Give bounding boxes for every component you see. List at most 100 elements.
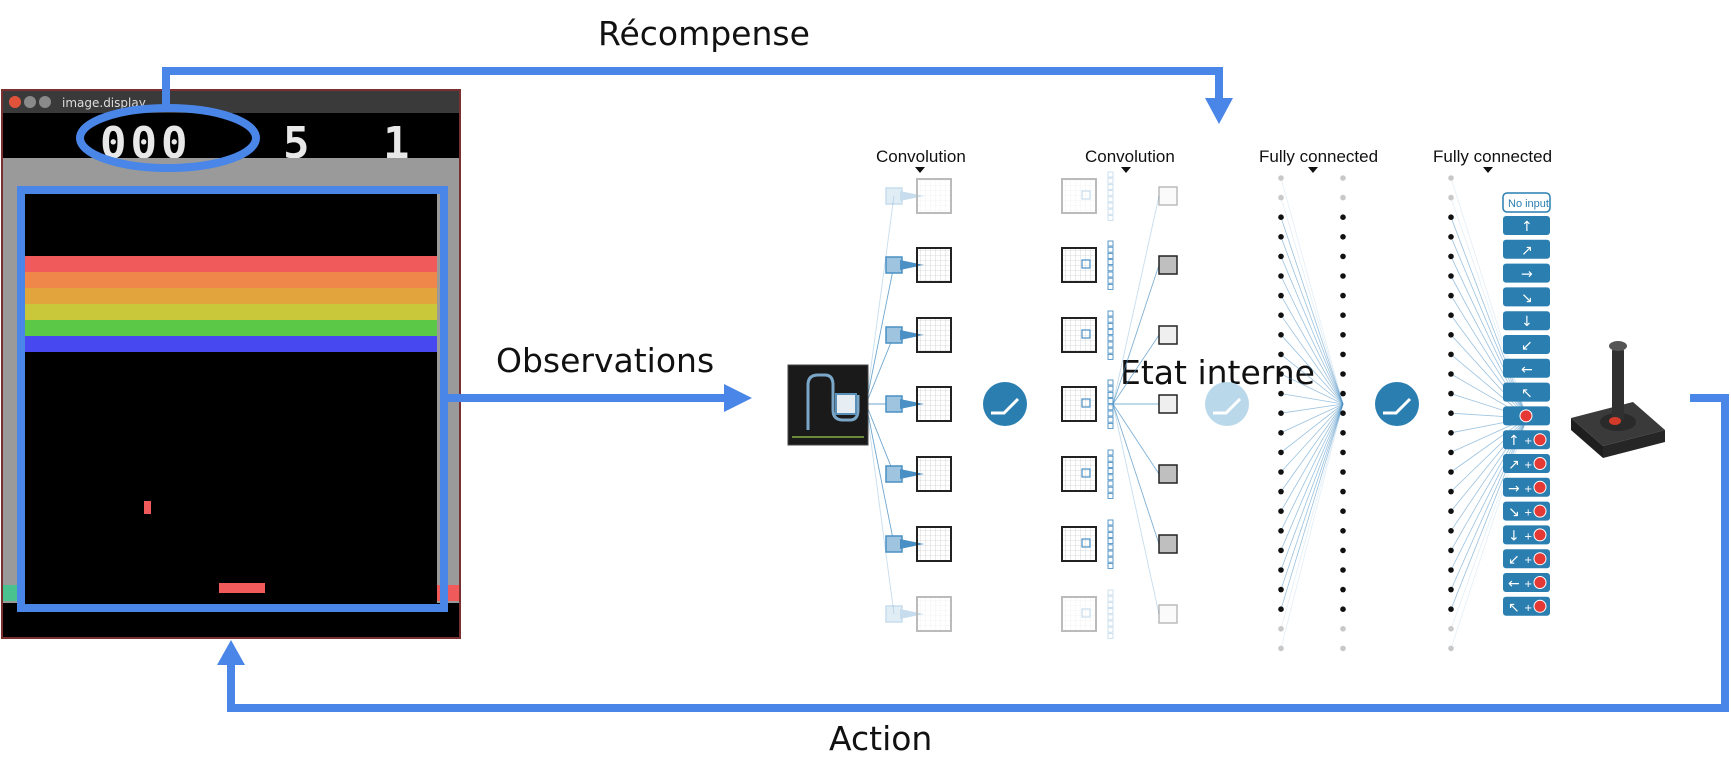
- neuron-dot: [1448, 645, 1454, 652]
- kernel-projection: [900, 330, 924, 340]
- neuron-dot: [1340, 351, 1346, 358]
- connection-line: [1450, 417, 1528, 473]
- kernel-square: [885, 465, 903, 483]
- action-button-fire[interactable]: [1503, 406, 1550, 426]
- neuron-dot: [1448, 508, 1454, 514]
- action-button-arrow-down-right-fire[interactable]: ↘+: [1503, 501, 1550, 521]
- channel-stack-cell: [1107, 283, 1114, 290]
- connection-line: [1112, 195, 1160, 405]
- action-button-arrow-down-right[interactable]: ↘: [1503, 287, 1550, 307]
- layer-titles: Convolution Convolution Fully connected …: [876, 147, 1552, 173]
- feature-map-square: [916, 178, 952, 214]
- channel-stack-cell: [1107, 391, 1114, 398]
- action-button-arrow-down-left-fire[interactable]: ↙+: [1503, 549, 1550, 569]
- arrow-up-fire-icon: ↑: [1508, 433, 1520, 449]
- channel-stack-cell: [1107, 322, 1114, 329]
- channel-stack-cell: [1107, 492, 1114, 499]
- connection-line: [1280, 403, 1344, 551]
- input-squiggle: [806, 373, 860, 430]
- conv2-feature-maps: [1061, 171, 1178, 639]
- channel-stack-cell: [1107, 538, 1114, 545]
- connection-line: [865, 195, 895, 405]
- action-button-bg[interactable]: [1503, 311, 1550, 331]
- feature-map-square: [916, 596, 952, 632]
- action-button-arrow-up-left-fire[interactable]: ↖+: [1503, 596, 1550, 616]
- action-button-arrow-down-fire[interactable]: ↓+: [1503, 525, 1550, 545]
- channel-stack-cell: [1107, 449, 1114, 456]
- joystick-base-right: [1603, 430, 1665, 458]
- arrow-left-fire-icon: ←: [1508, 576, 1520, 592]
- action-button-arrow-left-fire[interactable]: ←+: [1503, 573, 1550, 592]
- connection-line: [1280, 314, 1344, 405]
- connection-line: [1450, 177, 1528, 419]
- fire-icon: [1533, 504, 1547, 518]
- channel-stack-cell: [1107, 329, 1114, 336]
- channel-stack-cell: [1107, 190, 1114, 197]
- plus-icon: +: [1524, 555, 1532, 566]
- action-button-arrow-up-right[interactable]: ↗: [1503, 239, 1550, 259]
- connection-line: [1280, 403, 1344, 571]
- action-button-arrow-up[interactable]: ↑: [1503, 216, 1550, 235]
- neuron-dot: [1340, 430, 1346, 436]
- neuron-dot: [1278, 547, 1284, 554]
- action-button-bg[interactable]: [1503, 382, 1550, 402]
- neuron-dot: [1278, 292, 1284, 299]
- kernel-square: [1081, 398, 1091, 408]
- reward-arrow: [162, 67, 1223, 108]
- channel-stack-cell: [1107, 562, 1114, 569]
- action-button-arrow-down[interactable]: ↓: [1503, 311, 1550, 331]
- action-button-arrow-up-right-fire[interactable]: ↗+: [1503, 454, 1550, 473]
- channel-stack-cell: [1107, 271, 1114, 278]
- neuron-dot: [1278, 606, 1284, 612]
- brick-row: [25, 336, 437, 352]
- channel-stack-cell: [1107, 601, 1114, 608]
- fire-icon: [1533, 528, 1547, 542]
- kernel-square: [885, 395, 903, 413]
- close-icon[interactable]: [9, 96, 21, 108]
- brick-row: [25, 320, 437, 336]
- feature-map-square: [1061, 526, 1097, 562]
- action-button-arrow-up-left[interactable]: ↖: [1503, 382, 1550, 402]
- neuron-dot: [1340, 312, 1346, 319]
- neuron-dot: [1340, 273, 1346, 279]
- plus-icon: +: [1524, 436, 1532, 447]
- output-unit-square: [1158, 325, 1178, 345]
- action-button-bg[interactable]: [1503, 335, 1550, 354]
- channel-stack-cell: [1107, 480, 1114, 487]
- connection-line: [1280, 403, 1344, 590]
- action-button-arrow-right[interactable]: →: [1503, 263, 1550, 283]
- connection-line: [1280, 373, 1344, 405]
- connection-line: [1280, 197, 1344, 405]
- minimize-icon[interactable]: [24, 96, 36, 108]
- feature-map-square: [916, 526, 952, 562]
- kernel-square: [1081, 259, 1091, 269]
- connection-line: [1450, 197, 1528, 419]
- connection-line: [1450, 417, 1528, 610]
- plus-icon: +: [1524, 531, 1532, 542]
- conv2-feature-map: [1061, 519, 1178, 569]
- channel-stack-cell: [1107, 474, 1114, 481]
- neuron-dot: [1340, 175, 1346, 181]
- action-button-bg[interactable]: [1503, 263, 1550, 283]
- output-unit-square: [1158, 186, 1178, 206]
- arrow-up-right-icon: ↗: [1521, 243, 1533, 259]
- kernel-square: [1081, 329, 1091, 339]
- action-button-arrow-up-fire[interactable]: ↑+: [1503, 430, 1550, 450]
- channel-stack-cell: [1107, 544, 1114, 551]
- no-input-button[interactable]: [1502, 192, 1551, 213]
- channel-stack-cell: [1107, 385, 1114, 392]
- fire-icon: [1533, 433, 1547, 447]
- action-button-arrow-left[interactable]: ←: [1503, 358, 1550, 378]
- maximize-icon[interactable]: [39, 96, 51, 108]
- action-arrowhead: [217, 640, 245, 665]
- action-button-bg[interactable]: [1503, 239, 1550, 259]
- play-area: [25, 188, 437, 603]
- action-button-bg[interactable]: [1503, 216, 1550, 235]
- action-button-bg[interactable]: [1503, 287, 1550, 307]
- action-button-arrow-right-fire[interactable]: →+: [1503, 477, 1550, 497]
- action-button-arrow-down-left[interactable]: ↙: [1503, 335, 1550, 354]
- relu-icon: [1375, 382, 1419, 426]
- feature-map-square: [916, 247, 952, 283]
- window-title: image.display: [62, 96, 146, 110]
- action-button-bg[interactable]: [1503, 358, 1550, 378]
